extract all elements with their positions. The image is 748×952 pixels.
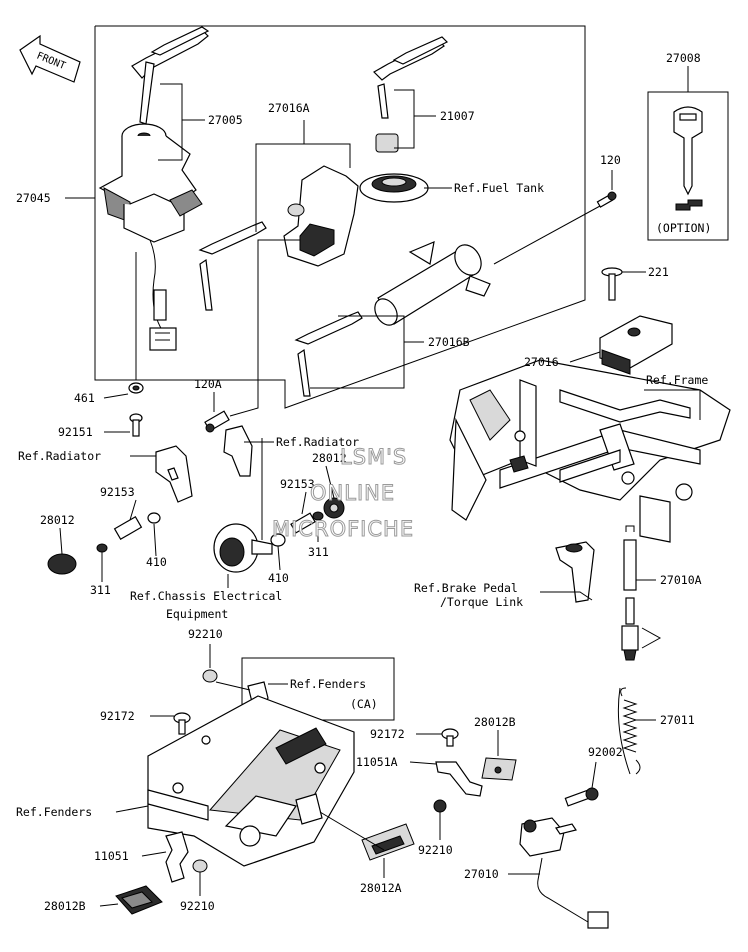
screw-92151-icon [129,413,143,437]
screw-92172-mid-icon [441,728,459,747]
label-410-left: 410 [146,555,167,569]
label-92210-bottom: 92210 [180,899,215,913]
assembly-outline [94,25,586,409]
label-92210-top: 92210 [188,627,223,641]
bolt-120A-icon [204,410,230,433]
label-ca: (CA) [350,697,378,711]
fender-assembly-drawing [147,695,355,867]
label-92151: 92151 [58,425,93,439]
screw-92172-left-icon [173,712,191,735]
label-92210-mid: 92210 [418,843,453,857]
pad-28012A-drawing [361,823,415,861]
label-92172-left: 92172 [100,709,135,723]
label-ref-frame: Ref.Frame [646,373,708,387]
label-28012A: 28012A [360,881,402,895]
bolt-92002-icon [564,787,599,807]
lock-cylinder-drawing [294,241,491,397]
label-27008: 27008 [666,51,701,65]
label-11051: 11051 [94,849,129,863]
pad-28012B-bottom-drawing [115,885,163,915]
grommet-28012-mid-icon [323,497,345,519]
label-11051A: 11051A [356,755,398,769]
label-28012-mid: 28012 [312,451,347,465]
grommet-461-icon [128,382,144,394]
brake-bracket-drawing [555,541,595,603]
label-92002: 92002 [588,745,623,759]
frame-drawing [449,359,731,543]
label-28012B-left: 28012B [44,899,86,913]
bolt-120-icon [596,191,617,208]
label-ref-brake-line2: /Torque Link [440,595,523,609]
bolt-221-icon [601,267,623,301]
nut-92210-top-icon [202,669,218,683]
spring-27011-drawing [617,687,641,775]
label-410-mid: 410 [268,571,289,585]
washer-410-left-icon [147,512,161,524]
label-option: (OPTION) [656,221,711,235]
label-28012-left: 28012 [40,513,75,527]
front-arrow-icon: FRONT [19,34,81,83]
pin-92153-mid-icon [290,512,316,534]
watermark-line1: LSM'S [340,445,407,469]
label-27016A: 27016A [268,101,310,115]
watermark-line3: MICROFICHE [272,517,414,541]
label-ref-brake-line1: Ref.Brake Pedal [414,581,518,595]
fuel-cap-drawing [359,36,449,203]
label-27016B: 27016B [428,335,470,349]
label-221: 221 [648,265,669,279]
label-ref-fenders-ca: Ref.Fenders [290,677,366,691]
label-28012B-mid: 28012B [474,715,516,729]
label-21007: 21007 [440,109,475,123]
radiator-bracket-left-drawing [155,445,193,503]
nut-92210-mid-icon [433,799,447,813]
brake-switch-27010-drawing [519,817,609,929]
bracket-11051A-drawing [435,761,483,797]
ignition-switch-drawing [98,26,210,351]
label-27005: 27005 [208,113,243,127]
label-ref-fenders-left: Ref.Fenders [16,805,92,819]
pin-92153-left-icon [113,515,143,541]
label-311-left: 311 [90,583,111,597]
label-92153-mid: 92153 [280,477,315,491]
watermark: LSM'S ONLINE MICROFICHE [272,445,414,542]
label-ref-radiator-mid: Ref.Radiator [276,435,359,449]
option-key-icon [673,106,703,211]
pad-28012B-mid-drawing [481,757,517,781]
nut-92210-bottom-icon [192,859,208,873]
horn-drawing [213,523,273,573]
label-27011: 27011 [660,713,695,727]
grommet-28012-left-icon [47,553,77,575]
lock-bracket-drawing [599,315,673,375]
label-ref-radiator-left: Ref.Radiator [18,449,101,463]
label-92153-left: 92153 [100,485,135,499]
watermark-line2: ONLINE [310,481,395,505]
label-ref-chassis-line1: Ref.Chassis Electrical [130,589,282,603]
label-120A: 120A [194,377,222,391]
seat-lock-drawing [198,165,359,311]
label-27045: 27045 [16,191,51,205]
nut-311-left-icon [96,543,108,553]
label-461: 461 [74,391,95,405]
label-ref-fuel-tank: Ref.Fuel Tank [454,181,544,195]
label-27016: 27016 [524,355,559,369]
radiator-bracket-mid-drawing [223,425,253,477]
label-120: 120 [600,153,621,167]
label-311-mid: 311 [308,545,329,559]
label-ref-chassis-line2: Equipment [166,607,228,621]
label-27010A: 27010A [660,573,702,587]
label-92172-mid: 92172 [370,727,405,741]
label-27010: 27010 [464,867,499,881]
bracket-11051-drawing [165,831,189,883]
brake-switch-27010A-drawing [621,525,639,661]
